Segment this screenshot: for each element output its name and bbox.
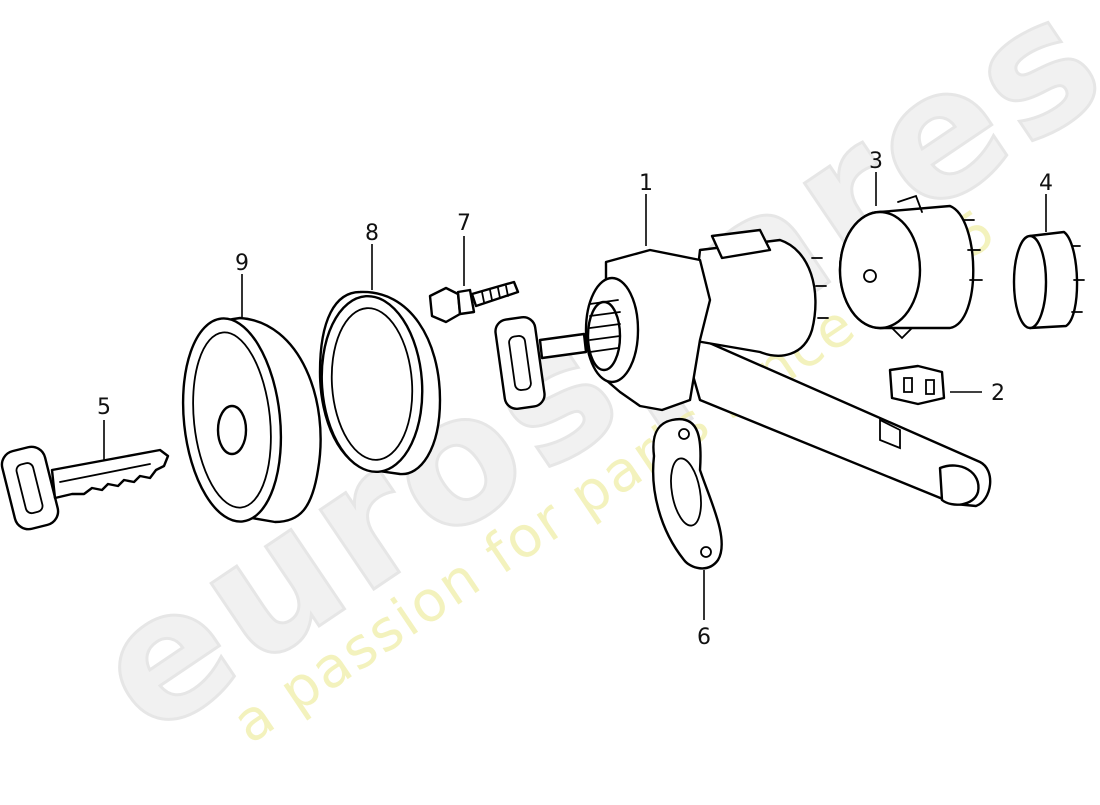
- part-6-gasket: [652, 417, 723, 570]
- callout-1: 1: [639, 171, 653, 196]
- callout-2: 2: [991, 381, 1005, 406]
- callout-7: 7: [457, 211, 471, 236]
- callout-4: 4: [1039, 171, 1053, 196]
- leader-lines: [103, 172, 1047, 620]
- part-1-lock-housing: [584, 228, 992, 508]
- part-7-bolt: [428, 280, 520, 324]
- part-5-key: [0, 445, 170, 531]
- callout-9: 9: [235, 251, 249, 276]
- part-4-cap: [1012, 230, 1085, 330]
- callout-5: 5: [97, 395, 111, 420]
- callout-6: 6: [697, 625, 711, 650]
- part-9-bezel: [181, 316, 322, 524]
- part-3-switch: [838, 194, 983, 340]
- callout-3: 3: [869, 149, 883, 174]
- callouts: 1 2 3 4 5 6 7 8 9: [97, 149, 1053, 650]
- callout-8: 8: [365, 221, 379, 246]
- part-2-connector: [888, 364, 946, 406]
- part-1-inserted-key: [494, 316, 588, 410]
- part-8-ring: [318, 290, 442, 476]
